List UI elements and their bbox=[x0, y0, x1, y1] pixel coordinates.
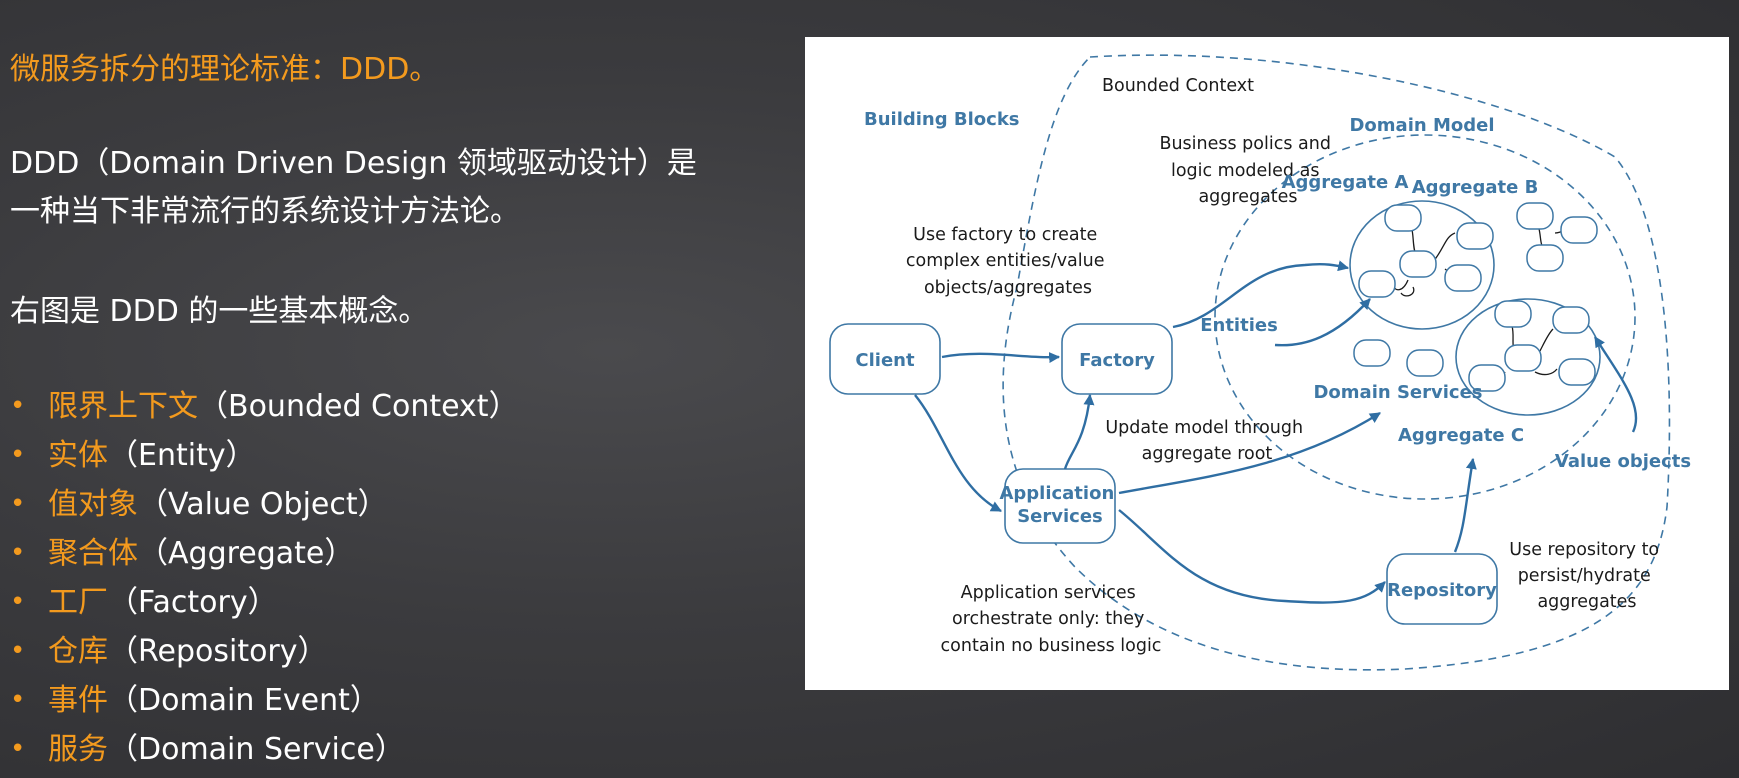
domain-model-boundary bbox=[1214, 134, 1636, 500]
concept-item-aggregate: • 聚合体（Aggregate） bbox=[10, 529, 519, 578]
aggregate-c-entity bbox=[1468, 364, 1506, 392]
ddd-diagram: Bounded Context Building Blocks Domain M… bbox=[805, 37, 1729, 690]
concept-list: • 限界上下文（Bounded Context） • 实体（Entity） • 值对象… bbox=[10, 382, 519, 774]
aggregate-a-entity bbox=[1456, 222, 1494, 250]
application-services-note: Application services orchestrate only: t… bbox=[941, 583, 1162, 656]
concept-en: （Aggregate） bbox=[138, 536, 355, 571]
factory-label: Factory bbox=[1079, 350, 1155, 371]
bullet-icon: • bbox=[10, 587, 26, 617]
aggregate-b-entity bbox=[1560, 216, 1598, 244]
concept-zh: 聚合体 bbox=[48, 536, 138, 571]
repository-box bbox=[1386, 553, 1498, 625]
concept-en: （Domain Event） bbox=[108, 683, 380, 718]
concept-en: （Value Object） bbox=[138, 487, 388, 522]
aggregate-a-entity bbox=[1384, 204, 1422, 232]
factory-box bbox=[1061, 323, 1173, 395]
repository-note: Use repository to persist/hydrate aggreg… bbox=[1509, 540, 1664, 612]
entities-to-aggregate-a-arrow bbox=[1274, 298, 1371, 347]
client-box bbox=[829, 323, 941, 395]
domain-service-bubble bbox=[1353, 339, 1391, 367]
aggregate-b-entity bbox=[1526, 244, 1564, 272]
aggregate-b-entity bbox=[1516, 202, 1554, 230]
client-label: Client bbox=[855, 350, 915, 371]
factory-to-aggregate-a-arrow bbox=[1172, 260, 1350, 329]
aggregate-a-label: Aggregate A bbox=[1282, 172, 1409, 193]
concept-item-bounded-context: • 限界上下文（Bounded Context） bbox=[10, 382, 519, 431]
slide-title: 微服务拆分的理论标准：DDD。 bbox=[10, 52, 440, 87]
intro-line-2: 一种当下非常流行的系统设计方法论。 bbox=[10, 194, 520, 229]
app-services-to-factory-arrow bbox=[1063, 393, 1095, 470]
application-services-label: Application Services bbox=[999, 483, 1120, 527]
aggregate-a-entity bbox=[1358, 270, 1396, 298]
concept-zh: 工厂 bbox=[48, 585, 108, 620]
concept-zh: 实体 bbox=[48, 438, 108, 473]
client-to-app-services-arrow bbox=[914, 394, 1002, 513]
bullet-icon: • bbox=[10, 440, 26, 470]
repository-label: Repository bbox=[1387, 580, 1497, 601]
repository-to-aggregate-c-arrow bbox=[1453, 457, 1477, 553]
domain-service-bubble bbox=[1406, 349, 1444, 377]
ddd-diagram-svg: Bounded Context Building Blocks Domain M… bbox=[829, 54, 1691, 671]
domain-services-label: Domain Services bbox=[1313, 382, 1482, 403]
diagram-note: 右图是 DDD 的一些基本概念。 bbox=[10, 294, 429, 329]
aggregate-c-entity bbox=[1558, 358, 1596, 386]
bullet-icon: • bbox=[10, 685, 26, 715]
aggregate-c-label: Aggregate C bbox=[1398, 425, 1524, 446]
concept-en: （Factory） bbox=[108, 585, 278, 620]
concept-item-repository: • 仓库（Repository） bbox=[10, 627, 519, 676]
concept-zh: 仓库 bbox=[48, 634, 108, 669]
value-objects-arrow bbox=[1593, 336, 1638, 433]
concept-item-value-object: • 值对象（Value Object） bbox=[10, 480, 519, 529]
concept-en: （Domain Service） bbox=[108, 732, 405, 767]
concept-item-domain-service: • 服务（Domain Service） bbox=[10, 725, 519, 774]
concept-zh: 事件 bbox=[48, 683, 108, 718]
intro-line-1: DDD（Domain Driven Design 领域驱动设计）是 bbox=[10, 146, 697, 181]
bullet-icon: • bbox=[10, 538, 26, 568]
concept-item-domain-event: • 事件（Domain Event） bbox=[10, 676, 519, 725]
business-policy-note: Business polics and logic modeled as agg… bbox=[1159, 134, 1336, 207]
building-blocks-label: Building Blocks bbox=[864, 109, 1020, 130]
aggregate-c-entity bbox=[1552, 306, 1590, 334]
aggregate-a-entity bbox=[1399, 250, 1437, 278]
concept-en: （Repository） bbox=[108, 634, 328, 669]
update-model-note: Update model through aggregate root bbox=[1105, 418, 1308, 464]
application-services-box bbox=[1004, 468, 1116, 544]
concept-zh: 限界上下文 bbox=[48, 389, 198, 424]
concept-en: （Entity） bbox=[108, 438, 256, 473]
intro-text: DDD（Domain Driven Design 领域驱动设计）是 一种当下非常… bbox=[10, 140, 750, 236]
factory-note: Use factory to create complex entities/v… bbox=[906, 225, 1110, 298]
app-services-to-repository-arrow bbox=[1118, 509, 1386, 604]
domain-model-label: Domain Model bbox=[1349, 115, 1494, 136]
value-objects-label: Value objects bbox=[1555, 451, 1691, 472]
bounded-context-label: Bounded Context bbox=[1102, 76, 1254, 96]
bullet-icon: • bbox=[10, 734, 26, 764]
concept-item-entity: • 实体（Entity） bbox=[10, 431, 519, 480]
concept-item-factory: • 工厂（Factory） bbox=[10, 578, 519, 627]
bullet-icon: • bbox=[10, 636, 26, 666]
concept-zh: 服务 bbox=[48, 732, 108, 767]
aggregate-c-entity bbox=[1504, 344, 1542, 372]
app-services-to-domain-services-arrow bbox=[1118, 411, 1381, 495]
bounded-context-boundary bbox=[1002, 54, 1671, 671]
entities-label: Entities bbox=[1200, 315, 1278, 336]
aggregate-a-circle bbox=[1349, 200, 1495, 330]
concept-zh: 值对象 bbox=[48, 487, 138, 522]
aggregate-c-circle bbox=[1455, 298, 1601, 416]
aggregate-a-entity bbox=[1444, 264, 1482, 292]
aggregate-c-entity bbox=[1494, 300, 1532, 328]
concept-en: （Bounded Context） bbox=[198, 389, 519, 424]
aggregate-b-label: Aggregate B bbox=[1412, 177, 1539, 198]
bullet-icon: • bbox=[10, 391, 26, 421]
bullet-icon: • bbox=[10, 489, 26, 519]
client-to-factory-arrow bbox=[941, 352, 1061, 364]
